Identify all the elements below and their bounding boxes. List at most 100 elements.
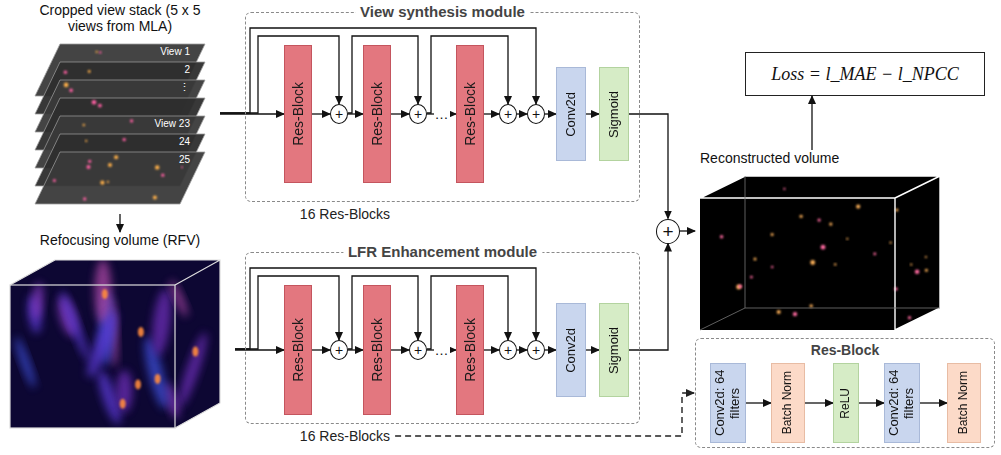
particle [123, 138, 126, 141]
node-label: Res-Block [290, 318, 306, 382]
blur-streak [116, 370, 132, 412]
sum-node: + [409, 104, 427, 124]
node-title: LFR Enhancement module [343, 243, 542, 260]
sum-node: + [330, 104, 348, 124]
volume-points [720, 188, 928, 320]
particle [98, 104, 102, 108]
reconstructed-volume [700, 176, 940, 330]
connector [680, 230, 695, 231]
bright-spot [120, 399, 126, 409]
particle [100, 181, 104, 185]
connector [859, 402, 884, 403]
node-label: Batch Norm [957, 371, 971, 434]
sum-node: + [527, 340, 545, 360]
node-label: + [414, 343, 422, 357]
connector [391, 113, 409, 114]
bright-spot [192, 347, 198, 357]
node-label: Sigmoid [607, 327, 622, 374]
bright-spot [138, 327, 144, 337]
particle [818, 219, 821, 222]
blur-streak [57, 289, 92, 362]
blur-streak [174, 331, 212, 409]
node-label: ReLU [839, 388, 853, 419]
volume-edge [700, 176, 940, 330]
node-label: + [504, 107, 512, 121]
view-index: 24 [150, 136, 190, 147]
view-index: 25 [150, 154, 190, 165]
volume-edge [700, 176, 940, 330]
node-label: Res-Block [462, 82, 478, 146]
node-label: + [532, 107, 540, 121]
connector [811, 96, 812, 150]
volume-body [10, 260, 220, 428]
particle [910, 264, 912, 266]
volume-body [700, 176, 940, 330]
sum-node: + [656, 219, 680, 244]
view-index: 2 [150, 64, 190, 75]
node-label: + [335, 343, 343, 357]
node-title: Cropped view stack (5 x 5 views from MLA… [25, 2, 215, 34]
connector [312, 349, 330, 350]
node-label: Res-Block [369, 82, 385, 146]
sigmoid-box: Sigmoid [599, 303, 629, 397]
connector [484, 113, 499, 114]
node-title: Reconstructed volume [700, 150, 870, 166]
particle [925, 269, 928, 272]
node-label: Batch Norm [781, 371, 795, 434]
node-label: Res-Block [290, 82, 306, 146]
node-label: + [532, 343, 540, 357]
connector [517, 349, 527, 350]
particle [793, 312, 797, 316]
connector [119, 214, 120, 232]
particle [64, 71, 67, 74]
connector [545, 113, 556, 114]
relu-box: ReLU [833, 363, 859, 443]
particle [829, 223, 832, 226]
node-label: Res-Block [462, 318, 478, 382]
particle [161, 174, 164, 177]
connector [629, 114, 668, 219]
detail-box: Res-BlockConv2d: 64 filtersBatch NormReL… [695, 338, 995, 448]
volume-blur [12, 259, 212, 426]
particle [810, 304, 813, 307]
node-label: Loss = l_MAE − l_NPCC [771, 64, 958, 85]
particle [130, 119, 133, 122]
connector [746, 402, 771, 403]
particle [821, 245, 826, 250]
particle [108, 163, 112, 167]
blur-streak [30, 282, 44, 320]
view-stack [35, 44, 205, 204]
node-label: + [414, 107, 422, 121]
res-block: Res-Block [363, 285, 391, 415]
view-index: View 1 [150, 46, 190, 57]
edge-label: … [434, 107, 450, 121]
blur-streak [95, 259, 112, 324]
particle [846, 238, 848, 240]
node-label: Res-Block [369, 318, 385, 382]
particle [777, 310, 781, 314]
connector [920, 402, 947, 403]
sum-node: + [330, 340, 348, 360]
node-title: View synthesis module [355, 3, 530, 20]
node-label: Conv2d [564, 92, 579, 137]
view-index: ⋮ [150, 81, 190, 94]
conv-box: Conv2d: 64 filters [884, 363, 920, 443]
view-index: View 23 [150, 118, 190, 129]
particle [750, 276, 753, 279]
connector [586, 113, 599, 114]
particle [810, 260, 815, 265]
particle [83, 124, 85, 126]
res-block: Res-Block [284, 45, 312, 183]
particle [856, 205, 860, 209]
figure-panel: Reconstructed volume [695, 150, 957, 332]
res-block: Res-Block [363, 45, 391, 183]
node-label: + [504, 343, 512, 357]
node-label: Conv2d: 64 filters [887, 368, 917, 438]
volume-edge [10, 285, 175, 428]
figure-panel: Cropped view stack (5 x 5 views from MLA… [20, 2, 220, 214]
connector [586, 349, 599, 350]
conv-box: Conv2d [556, 303, 586, 397]
connector [629, 244, 668, 351]
res-block: Res-Block [456, 45, 484, 183]
